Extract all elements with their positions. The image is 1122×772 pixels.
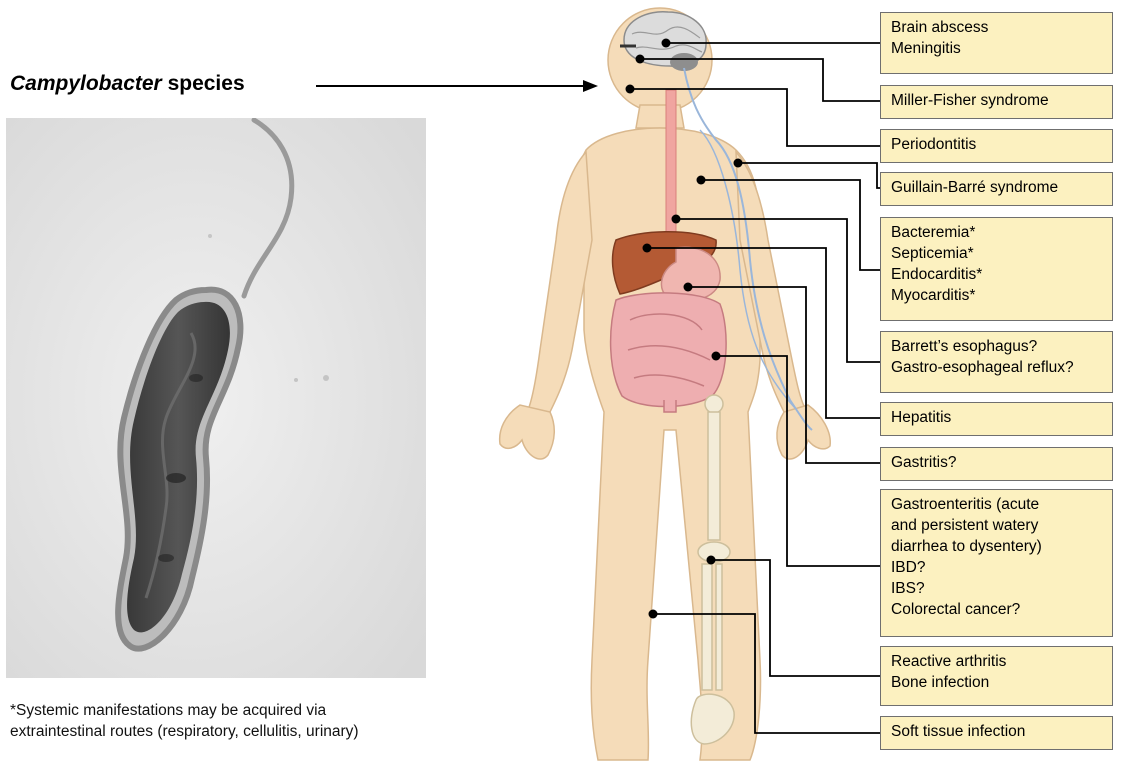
label-line: Periodontitis	[891, 134, 1102, 155]
label-box-periodontitis: Periodontitis	[880, 129, 1113, 163]
label-line: IBD?	[891, 557, 1102, 578]
label-line: Endocarditis*	[891, 264, 1102, 285]
label-line: Reactive arthritis	[891, 651, 1102, 672]
label-box-brain: Brain abscess Meningitis	[880, 12, 1113, 74]
connector-guillain	[738, 163, 880, 188]
label-line: Miller-Fisher syndrome	[891, 90, 1102, 111]
label-line: Bacteremia*	[891, 222, 1102, 243]
label-line: Gastroenteritis (acute	[891, 494, 1102, 515]
label-line: Gastritis?	[891, 452, 1102, 473]
label-line: Guillain-Barré syndrome	[891, 177, 1102, 198]
label-line: Meningitis	[891, 38, 1102, 59]
label-line: Barrett’s esophagus?	[891, 336, 1102, 357]
connector-soft	[653, 614, 880, 733]
label-line: diarrhea to dysentery)	[891, 536, 1102, 557]
label-line: Septicemia*	[891, 243, 1102, 264]
label-line: Bone infection	[891, 672, 1102, 693]
label-line: Myocarditis*	[891, 285, 1102, 306]
label-box-barrett: Barrett’s esophagus? Gastro-esophageal r…	[880, 331, 1113, 393]
label-line: Colorectal cancer?	[891, 599, 1102, 620]
label-line: Brain abscess	[891, 17, 1102, 38]
intestines	[611, 293, 727, 412]
pointer-arrow	[316, 80, 598, 92]
label-line: Gastro-esophageal reflux?	[891, 357, 1102, 378]
label-box-hepatitis: Hepatitis	[880, 402, 1113, 436]
label-box-systemic: Bacteremia* Septicemia* Endocarditis* My…	[880, 217, 1113, 321]
label-box-arthritis: Reactive arthritis Bone infection	[880, 646, 1113, 706]
label-box-guillain: Guillain-Barré syndrome	[880, 172, 1113, 206]
label-line: Soft tissue infection	[891, 721, 1102, 742]
label-box-gastritis: Gastritis?	[880, 447, 1113, 481]
label-box-gastroenteritis: Gastroenteritis (acute and persistent wa…	[880, 489, 1113, 637]
label-box-miller: Miller-Fisher syndrome	[880, 85, 1113, 119]
label-line: IBS?	[891, 578, 1102, 599]
label-line: Hepatitis	[891, 407, 1102, 428]
label-box-soft-tissue: Soft tissue infection	[880, 716, 1113, 750]
label-line: and persistent watery	[891, 515, 1102, 536]
